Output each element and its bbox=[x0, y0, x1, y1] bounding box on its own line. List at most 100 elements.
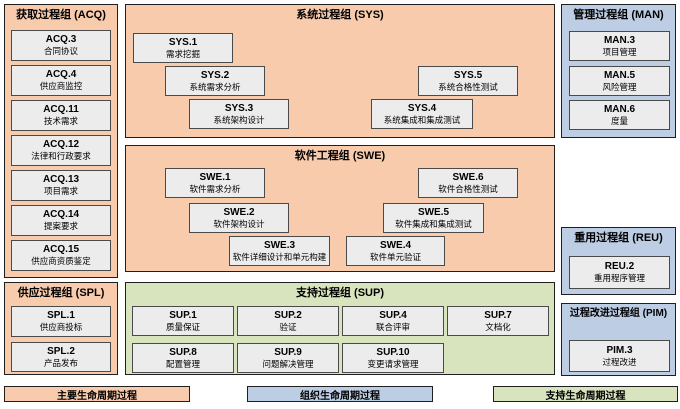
process-sys1: SYS.1 需求挖掘 bbox=[133, 33, 233, 63]
process-name: 软件集成和集成测试 bbox=[395, 218, 472, 229]
process-code: SYS.5 bbox=[453, 69, 483, 81]
process-sup1: SUP.1 质量保证 bbox=[132, 306, 234, 336]
process-name: 供应商投标 bbox=[39, 322, 83, 333]
process-name: 技术需求 bbox=[43, 116, 78, 127]
process-code: ACQ.15 bbox=[42, 244, 80, 256]
group-spl-title: 供应过程组 (SPL) bbox=[17, 287, 105, 299]
process-name: 需求挖掘 bbox=[165, 48, 200, 59]
process-code: ACQ.12 bbox=[42, 139, 80, 151]
process-name: 风险管理 bbox=[602, 81, 637, 92]
process-code: MAN.5 bbox=[603, 69, 636, 81]
process-code: SUP.10 bbox=[376, 346, 410, 358]
process-man3: MAN.3 项目管理 bbox=[569, 31, 670, 61]
legend-organizational-lifecycle: 组织生命周期过程 bbox=[247, 386, 433, 402]
process-acq3: ACQ.3 合同协议 bbox=[11, 30, 111, 61]
group-acq-title: 获取过程组 (ACQ) bbox=[16, 9, 106, 21]
process-code: SUP.8 bbox=[169, 346, 197, 358]
process-name: 变更请求管理 bbox=[367, 358, 419, 369]
process-spl2: SPL.2 产品发布 bbox=[11, 342, 111, 372]
legend-organizational-label: 组织生命周期过程 bbox=[300, 390, 380, 402]
process-code: ACQ.13 bbox=[42, 174, 80, 186]
process-code: SYS.3 bbox=[224, 102, 254, 114]
process-name: 项目需求 bbox=[43, 186, 78, 197]
process-code: SWE.3 bbox=[263, 239, 296, 251]
process-spl1: SPL.1 供应商投标 bbox=[11, 306, 111, 337]
legend-supporting-lifecycle: 支持生命周期过程 bbox=[493, 386, 678, 402]
process-name: 项目管理 bbox=[602, 46, 637, 57]
process-code: SYS.1 bbox=[168, 36, 198, 48]
process-name: 系统需求分析 bbox=[189, 81, 241, 92]
process-code: ACQ.11 bbox=[43, 104, 79, 116]
process-name: 配置管理 bbox=[165, 358, 200, 369]
process-name: 问题解决管理 bbox=[262, 358, 314, 369]
process-acq13: ACQ.13 项目需求 bbox=[11, 170, 111, 201]
process-swe4: SWE.4 软件单元验证 bbox=[346, 236, 445, 266]
group-pim-title: 过程改进过程组 (PIM) bbox=[569, 308, 668, 319]
process-name: 质量保证 bbox=[165, 321, 200, 332]
process-name: 产品发布 bbox=[43, 357, 78, 368]
process-code: SUP.2 bbox=[274, 309, 302, 321]
process-code: MAN.6 bbox=[603, 103, 636, 115]
process-man5: MAN.5 风险管理 bbox=[569, 66, 670, 96]
process-code: SWE.6 bbox=[452, 171, 484, 183]
process-reu2: REU.2 重用程序管理 bbox=[569, 256, 670, 289]
process-code: SUP.1 bbox=[169, 309, 197, 321]
group-swe-title: 软件工程组 (SWE) bbox=[294, 150, 386, 162]
legend-primary-lifecycle: 主要生命周期过程 bbox=[4, 386, 190, 402]
group-sys-title: 系统过程组 (SYS) bbox=[296, 9, 384, 21]
process-sup10: SUP.10 变更请求管理 bbox=[342, 343, 444, 373]
process-code: SYS.4 bbox=[407, 102, 437, 114]
process-code: MAN.3 bbox=[603, 34, 636, 46]
process-swe5: SWE.5 软件集成和集成测试 bbox=[383, 203, 484, 233]
process-code: SWE.5 bbox=[417, 206, 450, 218]
process-acq12: ACQ.12 法律和行政要求 bbox=[11, 135, 111, 166]
process-man6: MAN.6 度量 bbox=[569, 100, 670, 130]
process-name: 供应商资质鉴定 bbox=[31, 256, 91, 267]
process-name: 系统合格性测试 bbox=[438, 81, 498, 92]
process-code: SPL.1 bbox=[47, 310, 75, 322]
process-acq4: ACQ.4 供应商监控 bbox=[11, 65, 111, 96]
group-reu-title: 重用过程组 (REU) bbox=[574, 232, 663, 244]
process-swe3: SWE.3 软件详细设计和单元构建 bbox=[229, 236, 330, 266]
process-code: SUP.9 bbox=[274, 346, 302, 358]
process-code: SUP.7 bbox=[484, 309, 512, 321]
process-code: ACQ.4 bbox=[45, 69, 77, 81]
process-acq15: ACQ.15 供应商资质鉴定 bbox=[11, 240, 111, 271]
process-name: 软件架构设计 bbox=[213, 218, 265, 229]
process-name: 供应商监控 bbox=[39, 81, 83, 92]
process-name: 过程改进 bbox=[602, 356, 637, 367]
legend-supporting-label: 支持生命周期过程 bbox=[545, 390, 626, 402]
process-code: SYS.2 bbox=[200, 69, 230, 81]
process-sys3: SYS.3 系统架构设计 bbox=[189, 99, 289, 129]
process-name: 验证 bbox=[279, 321, 297, 332]
process-code: SWE.4 bbox=[379, 239, 412, 251]
process-acq14: ACQ.14 提案要求 bbox=[11, 205, 111, 236]
process-name: 重用程序管理 bbox=[593, 273, 645, 284]
process-code: REU.2 bbox=[604, 261, 635, 273]
group-pim-panel: 过程改进过程组 (PIM) PIM.3 过程改进 bbox=[561, 303, 676, 376]
process-code: ACQ.14 bbox=[42, 209, 80, 221]
process-code: SUP.4 bbox=[379, 309, 407, 321]
group-man-title: 管理过程组 (MAN) bbox=[573, 9, 664, 21]
process-name: 文档化 bbox=[485, 321, 511, 332]
process-name: 提案要求 bbox=[43, 221, 78, 232]
process-sys5: SYS.5 系统合格性测试 bbox=[418, 66, 518, 96]
process-swe6: SWE.6 软件合格性测试 bbox=[418, 168, 518, 198]
process-pim3: PIM.3 过程改进 bbox=[569, 340, 670, 372]
process-sup4: SUP.4 联合评审 bbox=[342, 306, 444, 336]
group-sup-panel: 支持过程组 (SUP) SUP.1 质量保证 SUP.2 验证 SUP.4 联合… bbox=[125, 282, 555, 375]
process-name: 软件合格性测试 bbox=[438, 183, 498, 194]
process-name: 软件单元验证 bbox=[369, 251, 421, 262]
process-name: 度量 bbox=[610, 115, 628, 126]
group-swe-panel: 软件工程组 (SWE) SWE.1 软件需求分析 SWE.6 软件合格性测试 S… bbox=[125, 145, 555, 272]
process-name: 系统集成和集成测试 bbox=[383, 114, 461, 125]
process-sup9: SUP.9 问题解决管理 bbox=[237, 343, 339, 373]
group-acq-panel: 获取过程组 (ACQ) ACQ.3 合同协议 ACQ.4 供应商监控 ACQ.1… bbox=[4, 4, 118, 278]
process-code: SPL.2 bbox=[47, 345, 75, 357]
process-name: 系统架构设计 bbox=[213, 114, 265, 125]
process-name: 合同协议 bbox=[43, 46, 78, 57]
group-reu-panel: 重用过程组 (REU) REU.2 重用程序管理 bbox=[561, 227, 676, 295]
process-acq11: ACQ.11 技术需求 bbox=[11, 100, 111, 131]
process-swe2: SWE.2 软件架构设计 bbox=[189, 203, 289, 233]
